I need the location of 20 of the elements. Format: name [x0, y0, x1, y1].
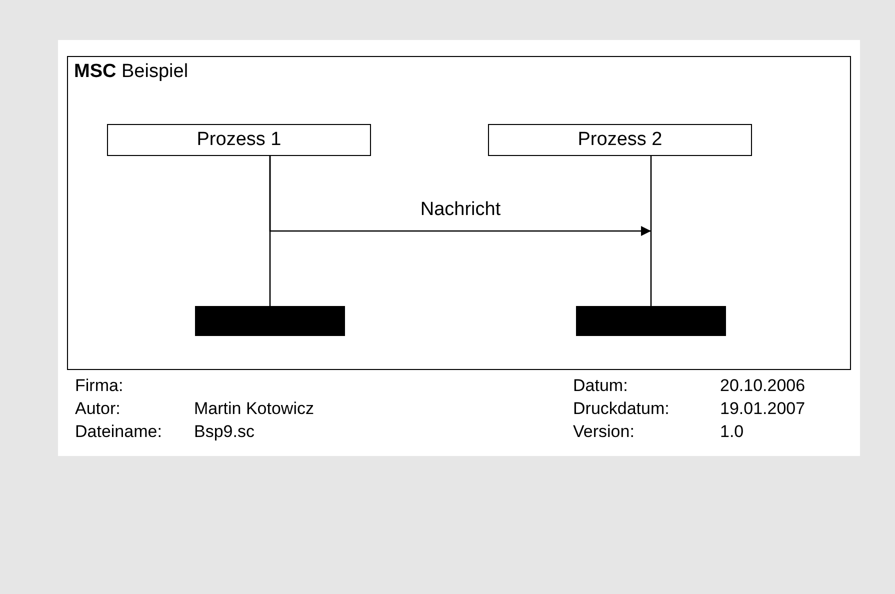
diagram-frame: [67, 56, 851, 370]
message-arrow: [269, 156, 651, 236]
field-value: 19.01.2007: [720, 399, 806, 419]
field-label: Druckdatum:: [573, 399, 670, 419]
field-label: Autor:: [75, 399, 120, 419]
end-bar: [195, 306, 345, 336]
process-box: Prozess 1: [107, 124, 371, 156]
field-value: Martin Kotowicz: [194, 399, 314, 419]
field-label: Version:: [573, 422, 634, 442]
field-value: Bsp9.sc: [194, 422, 254, 442]
field-label: Datum:: [573, 376, 628, 396]
field-label: Firma:: [75, 376, 124, 396]
frame-label: MSC Beispiel: [74, 61, 188, 83]
field-value: 20.10.2006: [720, 376, 806, 396]
edge-label: Nachricht: [420, 199, 501, 221]
field-label: Dateiname:: [75, 422, 162, 442]
end-bar: [576, 306, 726, 336]
field-value: 1.0: [720, 422, 744, 442]
process-box: Prozess 2: [488, 124, 752, 156]
lifeline: [650, 156, 652, 306]
